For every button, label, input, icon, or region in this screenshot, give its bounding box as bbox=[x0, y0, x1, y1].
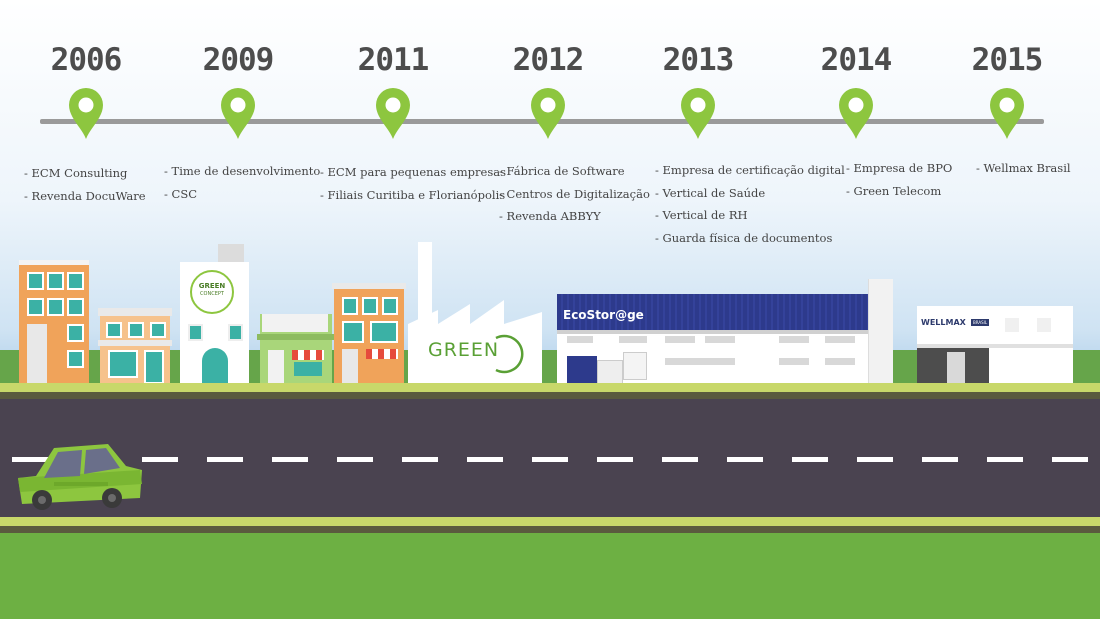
event-item: - Vertical de RH bbox=[655, 208, 748, 222]
event-item: - Time de desenvolvimento bbox=[164, 164, 321, 178]
green-concept-logo-bottom: CONCEPT bbox=[200, 291, 224, 297]
wellmax-logo: WELLMAX bbox=[921, 318, 966, 327]
event-item: - Filiais Curitiba e Florianópolis bbox=[320, 187, 506, 202]
lane-dash bbox=[337, 457, 373, 462]
map-pin-icon bbox=[531, 88, 565, 139]
lane-dash bbox=[922, 457, 958, 462]
map-pin-icon bbox=[839, 88, 873, 139]
ecostorage-logo: EcoStor@ge bbox=[563, 308, 644, 322]
green-factory bbox=[408, 242, 542, 384]
lane-dash bbox=[727, 457, 763, 462]
green-factory-logo: GREEN bbox=[428, 339, 500, 361]
lane-dash bbox=[662, 457, 698, 462]
road-curb-bottom bbox=[0, 517, 1100, 527]
lane-dash bbox=[987, 457, 1023, 462]
ecostorage-warehouse bbox=[557, 294, 869, 386]
year-2012: 2012 bbox=[512, 42, 585, 78]
lane-dash bbox=[467, 457, 503, 462]
year-2009: 2009 bbox=[202, 42, 275, 78]
lane-dash bbox=[1052, 457, 1088, 462]
orange-building-2 bbox=[332, 283, 406, 384]
orange-building bbox=[19, 260, 89, 384]
year-2011: 2011 bbox=[357, 42, 430, 78]
green-concept-logo-top: GREEN bbox=[198, 282, 226, 290]
lane-dash bbox=[402, 457, 438, 462]
car-icon bbox=[18, 444, 142, 510]
year-2014: 2014 bbox=[820, 42, 893, 78]
grass bbox=[0, 533, 1100, 619]
green-shop bbox=[257, 314, 335, 384]
lane-dash bbox=[857, 457, 893, 462]
small-shop bbox=[98, 308, 172, 384]
event-item: - Revenda DocuWare bbox=[24, 188, 146, 203]
event-item: - ECM Consulting bbox=[24, 166, 128, 180]
wellmax-building bbox=[917, 306, 1073, 384]
events-2006: - ECM Consulting - Revenda DocuWare bbox=[24, 162, 146, 207]
event-item: - Empresa de BPO bbox=[846, 161, 953, 175]
event-item: - Guarda física de documentos bbox=[655, 230, 833, 245]
map-pin-icon bbox=[221, 88, 255, 139]
event-item: - CSC bbox=[164, 186, 198, 201]
lane-dash bbox=[207, 457, 243, 462]
event-item: - Green Telecom bbox=[846, 183, 942, 198]
events-2012: - Fábrica de Software - Centros de Digit… bbox=[499, 160, 650, 228]
event-item: - ECM para pequenas empresas bbox=[320, 165, 506, 179]
lane-dash bbox=[142, 457, 178, 462]
map-pin-icon bbox=[69, 88, 103, 139]
events-2013: - Empresa de certificação digital - Vert… bbox=[655, 159, 845, 249]
events-2015: - Wellmax Brasil bbox=[976, 157, 1071, 180]
map-pin-icon bbox=[990, 88, 1024, 139]
events-2011: - ECM para pequenas empresas - Filiais C… bbox=[320, 161, 506, 206]
road-curb-top bbox=[0, 383, 1100, 393]
events-2014: - Empresa de BPO - Green Telecom bbox=[846, 157, 952, 202]
map-pin-icon bbox=[376, 88, 410, 139]
map-pin-icon bbox=[681, 88, 715, 139]
event-item: - Revenda ABBYY bbox=[499, 209, 601, 223]
year-2015: 2015 bbox=[971, 42, 1044, 78]
event-item: - Wellmax Brasil bbox=[976, 161, 1071, 175]
lane-dash bbox=[597, 457, 633, 462]
wellmax-badge: BRASIL bbox=[971, 319, 990, 326]
event-item: - Vertical de Saúde bbox=[655, 185, 766, 200]
lane-dash bbox=[532, 457, 568, 462]
year-2013: 2013 bbox=[662, 42, 735, 78]
ecostorage-tower bbox=[868, 279, 893, 384]
green-concept-building: GREEN CONCEPT bbox=[180, 244, 249, 384]
event-item: - Empresa de certificação digital bbox=[655, 163, 845, 177]
year-2006: 2006 bbox=[50, 42, 123, 78]
event-item: - Fábrica de Software bbox=[499, 164, 625, 178]
events-2009: - Time de desenvolvimento - CSC bbox=[164, 160, 320, 205]
lane-dash bbox=[12, 457, 48, 462]
road-curb-bottom-shadow bbox=[0, 526, 1100, 533]
event-item: - Centros de Digitalização bbox=[499, 186, 650, 201]
lane-dash bbox=[792, 457, 828, 462]
lane-dash bbox=[272, 457, 308, 462]
road-curb-top-shadow bbox=[0, 392, 1100, 399]
